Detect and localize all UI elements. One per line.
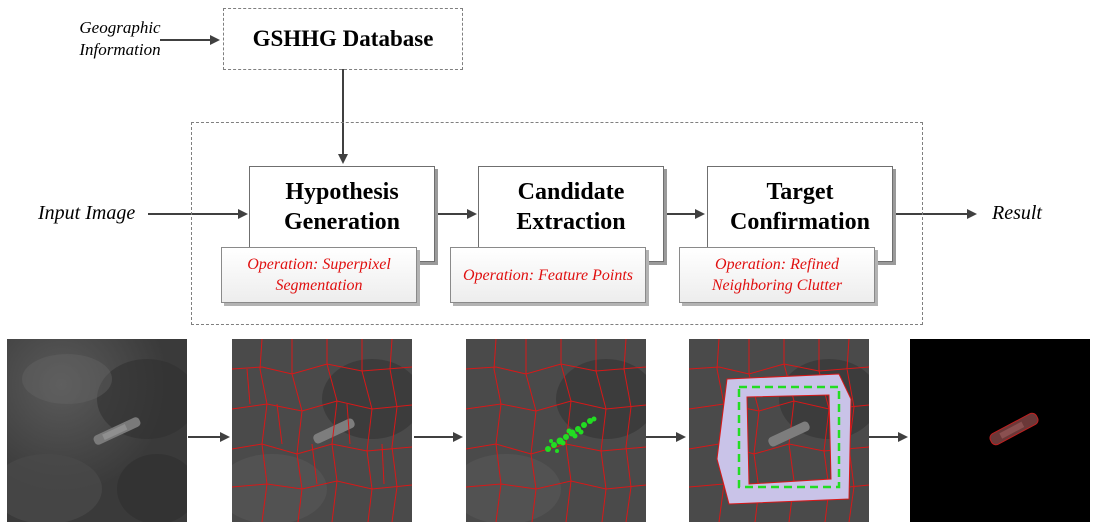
geo-line1: Geographic: [79, 18, 161, 37]
neighboring-clutter-image: [689, 339, 869, 522]
stage-title-line2: Confirmation: [730, 209, 870, 235]
feature-points-image: [466, 339, 646, 522]
input-image-label: Input Image: [38, 202, 136, 224]
stage-title-line2: Generation: [284, 209, 400, 235]
input-sar-image: [7, 339, 187, 522]
target-confirmation-box: Target Confirmation: [707, 166, 893, 262]
candidate-extraction-box: Candidate Extraction: [478, 166, 664, 262]
superpixel-operation-box: Operation: Superpixel Segmentation: [221, 247, 417, 303]
stage-title-line1: Hypothesis: [285, 179, 399, 205]
ship-target: [93, 417, 141, 445]
detected-ship: [989, 412, 1039, 446]
operation-line1: Operation: Superpixel: [247, 256, 391, 273]
feature-points-operation-box: Operation: Feature Points: [450, 247, 646, 303]
operation-line2: Segmentation: [275, 277, 363, 294]
operation-line1: Operation: Feature Points: [462, 266, 634, 284]
operation-line2: Neighboring Clutter: [711, 277, 843, 294]
hypothesis-generation-box: Hypothesis Generation: [249, 166, 435, 262]
geo-line2: Information: [79, 40, 161, 59]
result-image: [910, 339, 1090, 522]
geographic-information-label: Geographic Information: [74, 17, 166, 61]
feature-point-cluster: [545, 416, 597, 453]
gshhg-database-label: GSHHG Database: [252, 26, 434, 51]
pipeline-container: [191, 122, 923, 325]
stage-title-line1: Candidate: [517, 179, 625, 205]
stage-title-line2: Extraction: [516, 209, 626, 235]
gshhg-database-box: GSHHG Database: [223, 8, 463, 70]
refined-clutter-operation-box: Operation: Refined Neighboring Clutter: [679, 247, 875, 303]
superpixel-segmentation-image: [232, 339, 412, 522]
result-label: Result: [992, 202, 1042, 224]
bounding-box: [737, 385, 841, 489]
stage-title-line1: Target: [766, 179, 834, 205]
operation-line1: Operation: Refined: [715, 256, 839, 273]
